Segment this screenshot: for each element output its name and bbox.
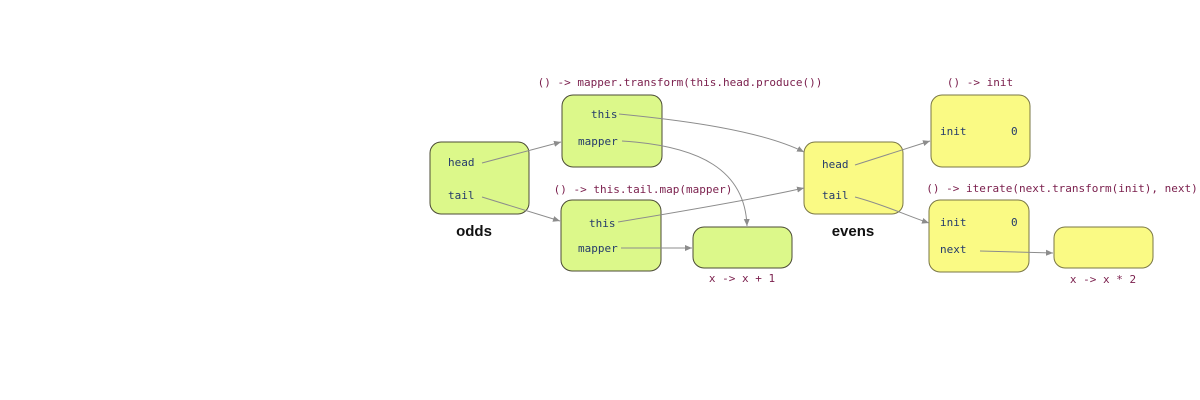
odds-head-thunk-field-mapper: mapper: [578, 135, 618, 148]
evens-tail-thunk-node: init 0 next: [928, 199, 1030, 273]
odds-tail-thunk-field-mapper: mapper: [578, 242, 618, 255]
evens-node: head tail: [803, 141, 904, 215]
odds-head-thunk-node: this mapper: [561, 94, 663, 168]
edge-head-thunk-this-to-evens: [618, 113, 805, 153]
edge-tail-thunk-this-to-evens: [617, 186, 805, 223]
edges: [481, 113, 1054, 256]
evens-tail-thunk-field-next: next: [940, 243, 967, 256]
plus-one-lambda: x -> x + 1: [709, 272, 775, 285]
edge-odds-tail-to-tail-thunk: [481, 196, 561, 222]
evens-tail-thunk-field-init: init: [940, 216, 967, 229]
evens-head-thunk-lambda: () -> init: [947, 76, 1013, 89]
odds-head-thunk-lambda: () -> mapper.transform(this.head.produce…: [538, 76, 823, 89]
odds-head-thunk-box: [561, 94, 663, 168]
odds-tail-thunk-box: [560, 199, 662, 272]
odds-field-head: head: [448, 156, 475, 169]
evens-tail-thunk-lambda: () -> iterate(next.transform(init), next…: [926, 182, 1198, 195]
odds-label: odds: [456, 223, 492, 240]
evens-box: [803, 141, 904, 215]
edge-head-thunk-mapper-to-plus-one: [621, 140, 750, 227]
odds-head-thunk-field-this: this: [591, 108, 618, 121]
odds-node: head tail: [429, 141, 530, 215]
odds-box: [429, 141, 530, 215]
odds-tail-thunk-field-this: this: [589, 217, 616, 230]
evens-tail-thunk-box: [928, 199, 1030, 273]
evens-head-thunk-box: [930, 94, 1031, 168]
evens-head-thunk-node: init 0: [930, 94, 1031, 168]
evens-field-tail: tail: [822, 189, 849, 202]
odds-field-tail: tail: [448, 189, 475, 202]
evens-tail-thunk-value-init: 0: [1011, 216, 1018, 229]
odds-tail-thunk-node: this mapper: [560, 199, 662, 272]
odds-tail-thunk-lambda: () -> this.tail.map(mapper): [554, 183, 733, 196]
edge-evens-tail-to-tail-thunk: [854, 196, 930, 224]
edge-evens-head-to-head-thunk: [854, 140, 931, 166]
evens-head-thunk-value-init: 0: [1011, 125, 1018, 138]
times-two-lambda: x -> x * 2: [1070, 273, 1136, 286]
evens-label: evens: [832, 223, 875, 240]
edge-tail-thunk-next-to-times-two: [979, 249, 1054, 256]
edge-odds-head-to-head-thunk: [481, 140, 562, 164]
evens-head-thunk-field-init: init: [940, 125, 967, 138]
evens-field-head: head: [822, 158, 849, 171]
times-two-function-box: [1053, 226, 1154, 269]
plus-one-function-box: [692, 226, 793, 269]
